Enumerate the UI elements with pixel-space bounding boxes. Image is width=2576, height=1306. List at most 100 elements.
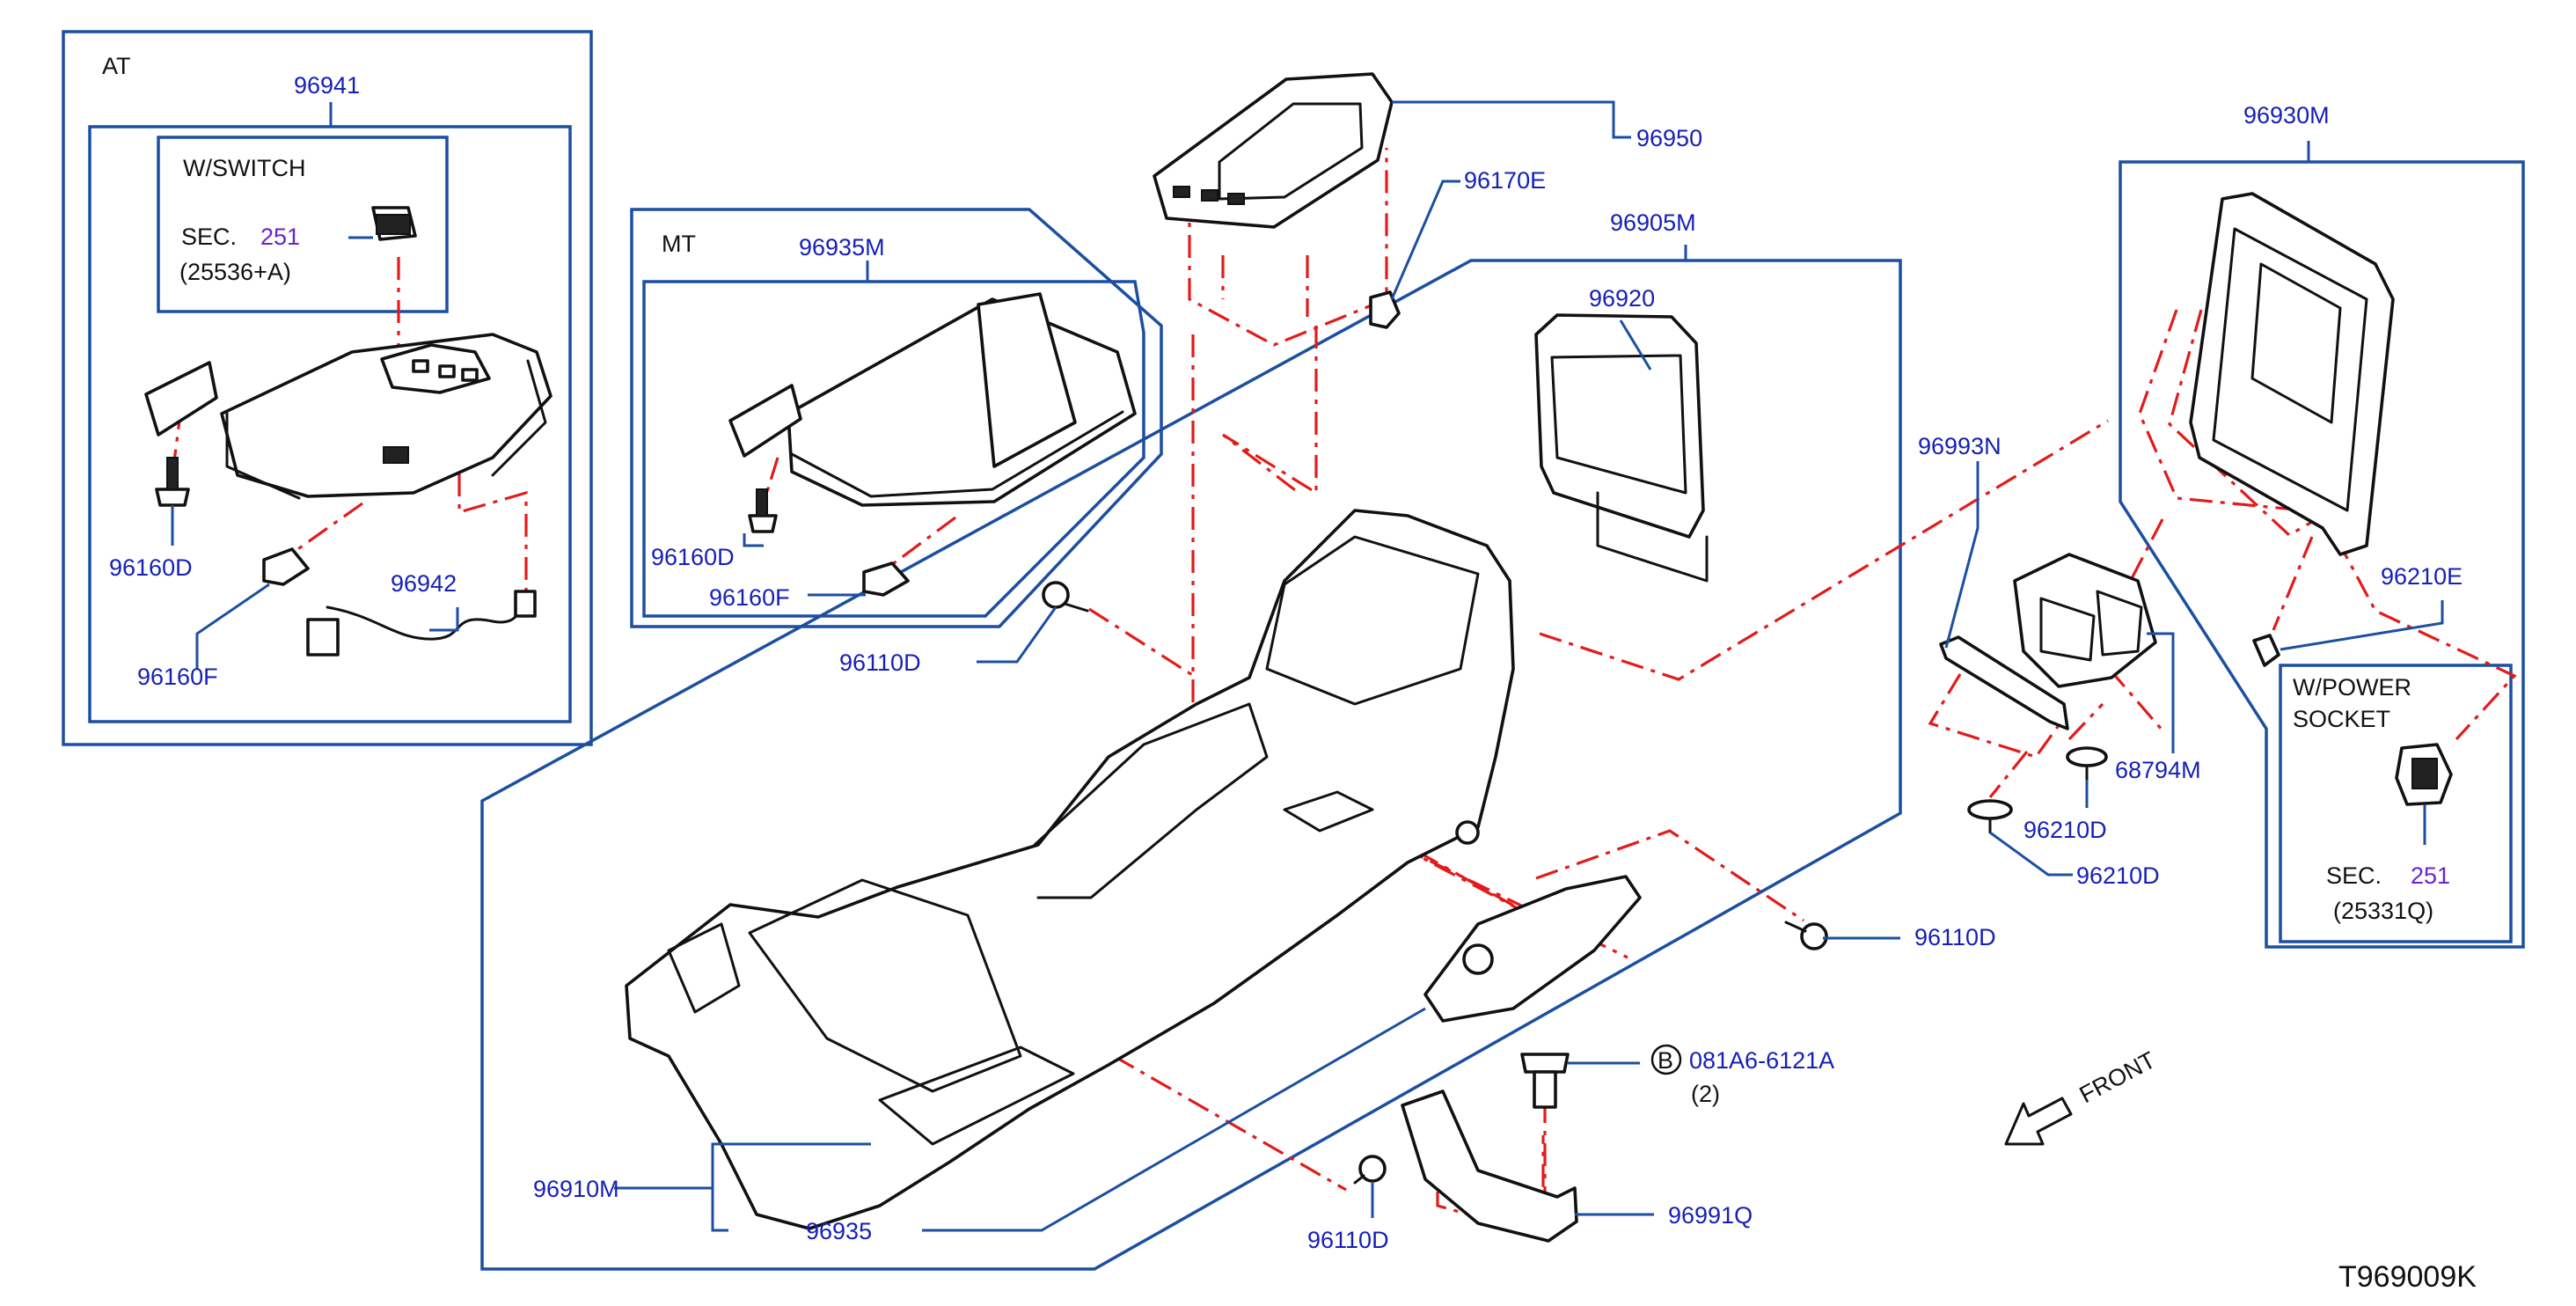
- phantom-96210d-a: [1988, 750, 2029, 799]
- w-power-label-2: SOCKET: [2293, 706, 2390, 732]
- leader-96993N: [1944, 461, 1980, 649]
- bezel-96930M: [2189, 192, 2395, 556]
- leader-lines: [171, 100, 2444, 1232]
- phantom-socket: [2335, 538, 2517, 741]
- at-finisher: [144, 333, 553, 500]
- leader-96110D-a: [977, 606, 1057, 664]
- harness-96942: [306, 590, 537, 657]
- power-socket: [2395, 743, 2453, 806]
- label-96910M: 96910M: [533, 1176, 619, 1202]
- cupholder-96950: [1153, 72, 1394, 229]
- bolt-marker-circle: [1650, 1044, 1682, 1075]
- mt-boot-96935M: [728, 292, 1137, 507]
- clip-96210E: [2252, 634, 2280, 667]
- bolt-qty: (2): [1691, 1081, 1720, 1107]
- screw-96110D-a: [1042, 581, 1089, 613]
- phantom-96210e: [2272, 536, 2314, 631]
- label-96993N: 96993N: [1918, 433, 2002, 459]
- label-96905M: 96905M: [1610, 209, 1696, 236]
- w-switch-frame: [157, 136, 449, 313]
- phantom-mt-clip: [893, 516, 956, 565]
- screw-96110D-b: [1784, 921, 1828, 950]
- leader-96935: [922, 1007, 1426, 1232]
- leader-mt-96160D: [743, 533, 764, 547]
- label-96110D-c: 96110D: [1307, 1227, 1389, 1253]
- sec-ref-switch: (25536+A): [179, 259, 291, 285]
- phantom-cupholder: [1188, 148, 1388, 347]
- bolt-081A6: [1520, 1053, 1570, 1109]
- phantom-lid: [1539, 419, 2109, 681]
- label-96210D-a: 96210D: [2023, 817, 2107, 843]
- label-96210D-b: 96210D: [2076, 862, 2160, 889]
- label-at-96160F: 96160F: [137, 664, 218, 690]
- mt-clip: [862, 561, 910, 597]
- front-arrow-icon: [2004, 1097, 2073, 1146]
- w-power-label-1: W/POWER: [2293, 674, 2411, 701]
- phantom-cupholder-lower: [1222, 326, 1318, 495]
- right-group-frame: [2119, 160, 2525, 949]
- clip-96210D-b: [2066, 746, 2108, 781]
- phantom-at-clip: [289, 502, 363, 556]
- lid-96920: [1534, 313, 1709, 583]
- label-at-96160D: 96160D: [109, 554, 193, 581]
- label-96935M: 96935M: [799, 234, 885, 260]
- sec-prefix-socket: SEC.: [2326, 862, 2382, 889]
- group-at-label: AT: [102, 53, 131, 79]
- leader-96210E: [2280, 600, 2444, 651]
- label-96920: 96920: [1589, 285, 1655, 312]
- phantom-side-cover: [1342, 808, 1628, 959]
- labels: AT 96941 W/SWITCH SEC. 251 (25536+A) 961…: [102, 53, 2477, 1294]
- at-group-frame: [62, 30, 593, 746]
- phantom-bracket-right: [1928, 673, 2066, 759]
- bracket-96991Q: [1401, 1090, 1578, 1243]
- phantom-right-screw: [1535, 829, 1804, 922]
- clip-96170E: [1369, 290, 1401, 329]
- clip-96210D-a: [1967, 799, 2013, 834]
- console-frame: [480, 259, 1902, 1271]
- at-screw-96160D: [155, 457, 190, 507]
- mt-inner-frame: [642, 280, 1145, 618]
- leader-at-96160F: [195, 583, 270, 669]
- label-96210E: 96210E: [2381, 563, 2463, 590]
- sec-ref-socket: (25331Q): [2333, 898, 2433, 924]
- leader-68794M: [2147, 632, 2175, 753]
- sec-prefix-switch: SEC.: [181, 224, 237, 250]
- leader-96950: [1392, 100, 1631, 139]
- phantom-96210d-b: [2067, 702, 2104, 741]
- mt-group-frame: [630, 208, 1163, 628]
- at-clip-96160F: [262, 547, 310, 586]
- front-label: FRONT: [2075, 1046, 2160, 1108]
- sec-number-socket: 251: [2411, 862, 2450, 889]
- bolt-part-number: 081A6-6121A: [1689, 1047, 1834, 1074]
- label-96110D-b: 96110D: [1914, 924, 1996, 950]
- label-96170E: 96170E: [1464, 167, 1546, 194]
- w-switch-label: W/SWITCH: [183, 155, 305, 181]
- sec-number-switch: 251: [260, 224, 300, 250]
- leader-96920: [1619, 319, 1652, 371]
- group-mt-label: MT: [662, 231, 696, 257]
- label-96942: 96942: [391, 570, 457, 597]
- label-96110D-a: 96110D: [839, 649, 921, 676]
- leader-96942: [429, 607, 459, 632]
- label-96930M: 96930M: [2243, 102, 2330, 128]
- label-68794M: 68794M: [2115, 757, 2201, 783]
- bolt-marker: B: [1658, 1047, 1673, 1074]
- leader-96910M-b: [711, 1188, 728, 1232]
- console-body-96910M: [625, 509, 1515, 1230]
- switch-unit: [371, 206, 417, 241]
- side-cover-96935: [1423, 875, 1642, 1023]
- mt-screw: [748, 488, 778, 533]
- switch-panel-68794M: [2013, 553, 2157, 688]
- power-socket-frame: [2279, 664, 2513, 943]
- label-96991Q: 96991Q: [1668, 1202, 1753, 1229]
- label-96935: 96935: [806, 1218, 872, 1244]
- label-mt-96160D: 96160D: [651, 544, 735, 570]
- diagram-code: T969009K: [2338, 1260, 2477, 1294]
- label-96941: 96941: [294, 72, 360, 99]
- bracket-96993N: [1939, 635, 2069, 730]
- leader-96910M: [614, 1142, 871, 1190]
- phantom-left-screw: [1088, 607, 1197, 679]
- leader-96170E: [1390, 180, 1460, 300]
- leader-96210D-b: [1989, 831, 2073, 877]
